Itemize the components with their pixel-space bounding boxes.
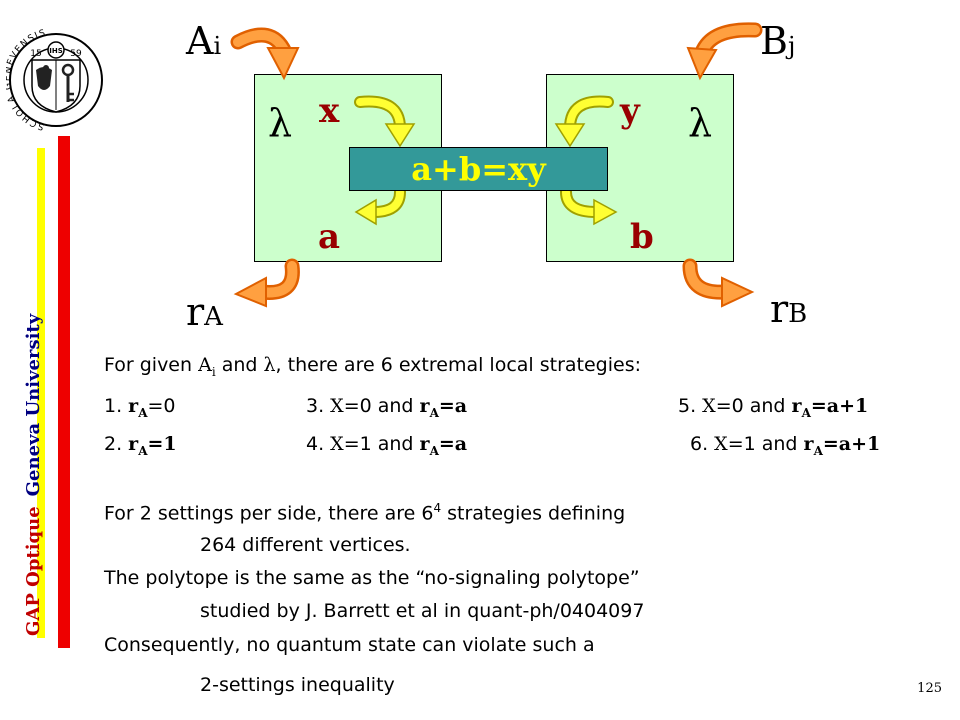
sidebar-yellow-bar bbox=[37, 148, 45, 638]
strategy-3: 3. X=0 and rA=a bbox=[306, 395, 468, 420]
paragraph-conclusion-line2: 2-settings inequality bbox=[200, 674, 395, 696]
paragraph-settings-line1: For 2 settings per side, there are 64 st… bbox=[104, 501, 626, 525]
paragraph-polytope-line1: The polytope is the same as the “no-sign… bbox=[104, 567, 640, 589]
label-x: x bbox=[319, 91, 340, 131]
sidebar-red-bar bbox=[58, 136, 70, 648]
label-b: b bbox=[630, 217, 654, 257]
paragraph-polytope-line2: studied by J. Barrett et al in quant-ph/… bbox=[200, 600, 645, 622]
strategy-5: 5. X=0 and rA=a+1 bbox=[678, 395, 869, 420]
paragraph-settings-line2: 264 different vertices. bbox=[200, 534, 411, 556]
label-input-alice: Ai bbox=[186, 19, 222, 63]
label-output-alice: rA bbox=[186, 290, 223, 334]
lambda-right: λ bbox=[688, 101, 713, 145]
label-output-bob: rB bbox=[770, 287, 808, 331]
svg-text:IHS: IHS bbox=[49, 47, 63, 55]
paragraph-conclusion-line1: Consequently, no quantum state can viola… bbox=[104, 634, 595, 656]
university-seal-logo: SCHOLA GENEVENSIS IHS 15 59 bbox=[6, 28, 103, 131]
equation-bar: a+b=xy bbox=[349, 147, 608, 191]
text-intro: For given Ai and λ, there are 6 extremal… bbox=[104, 354, 642, 379]
strategy-4: 4. X=1 and rA=a bbox=[306, 433, 468, 458]
svg-text:59: 59 bbox=[70, 49, 82, 59]
label-a: a bbox=[318, 217, 341, 257]
label-y: y bbox=[620, 91, 640, 131]
strategy-2: 2. rA=1 bbox=[104, 433, 177, 458]
strategy-1: 1. rA=0 bbox=[104, 395, 176, 420]
svg-text:15: 15 bbox=[30, 49, 41, 59]
label-input-bob: Bj bbox=[760, 19, 796, 63]
lambda-left: λ bbox=[268, 101, 293, 145]
strategy-6: 6. X=1 and rA=a+1 bbox=[690, 433, 881, 458]
page-number: 125 bbox=[917, 681, 942, 696]
